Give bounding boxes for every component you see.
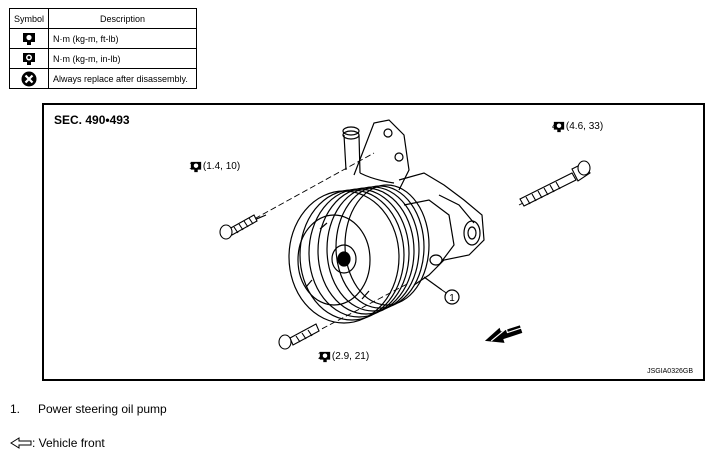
torque-ftlb-icon (23, 32, 35, 45)
symbol-legend-table: Symbol Description N·m (kg-m, ft-lb) N·m… (9, 8, 197, 89)
torque-callout-bottom-bolt: 28 (2.9, 21) (318, 351, 370, 363)
caption-item-1: 1. Power steering oil pump (10, 402, 167, 416)
torque-value: 45 (4.6, 33) (552, 121, 604, 132)
torque-ftlb-icon (319, 351, 331, 363)
legend-row: N·m (kg-m, ft-lb) (9, 28, 197, 49)
legend-header-description: Description (48, 8, 197, 29)
caption-item-label: Power steering oil pump (38, 402, 167, 416)
part-marker-label: 1 (449, 293, 455, 304)
torque-value: 14 (1.4, 10) (189, 161, 241, 172)
legend-description: N·m (kg-m, ft-lb) (48, 28, 197, 49)
caption-front-label: : Vehicle front (32, 436, 105, 450)
torque-ftlb-icon (553, 121, 565, 133)
torque-callout-right-bolt: 45 (4.6, 33) (552, 121, 604, 133)
legend-row: N·m (kg-m, in-lb) (9, 48, 197, 69)
vehicle-front-outline-icon (10, 437, 32, 449)
pump-figure: SEC. 490•493 (42, 103, 705, 381)
torque-ftlb-icon (190, 161, 202, 173)
caption-vehicle-front: : Vehicle front (10, 436, 105, 450)
figure-id: JSGIA0326GB (647, 368, 693, 375)
section-title: SEC. 490•493 (54, 113, 130, 127)
bolt-top-left (219, 214, 258, 240)
pump-exploded-view: 1 (219, 119, 591, 350)
legend-header-row: Symbol Description (9, 8, 197, 29)
legend-header-symbol: Symbol (9, 8, 49, 29)
bolt-bottom-left (278, 323, 320, 350)
caption-item-number: 1. (10, 402, 21, 416)
replace-after-disassembly-icon (21, 71, 37, 86)
legend-description: N·m (kg-m, in-lb) (48, 48, 197, 69)
pump-pulley (288, 184, 430, 324)
torque-callout-top-bolt: 14 (1.4, 10) (189, 161, 241, 173)
vehicle-front-arrow (484, 325, 523, 343)
torque-value: 28 (2.9, 21) (318, 351, 370, 362)
legend-description: Always replace after disassembly. (48, 68, 197, 89)
pump-body (342, 119, 485, 286)
torque-inlb-icon (23, 52, 35, 65)
part-marker-circle (444, 289, 460, 305)
legend-row: Always replace after disassembly. (9, 68, 197, 89)
bolt-right (519, 160, 591, 207)
